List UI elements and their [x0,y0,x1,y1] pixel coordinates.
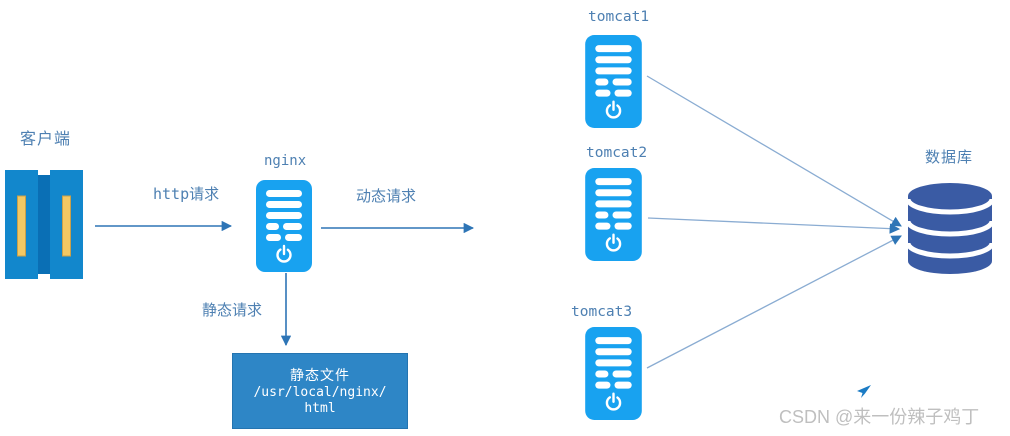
nginx-label: nginx [264,153,307,169]
client-label: 客户端 [20,129,72,148]
database-label: 数据库 [925,148,974,166]
nginx-server-icon [256,180,312,272]
static-files-title: 静态文件 [290,368,350,384]
static-files-box: 静态文件 /usr/local/nginx/ html [232,353,408,429]
tomcat3-db-line [646,235,902,369]
tomcat2-server-icon [585,168,642,261]
csdn-watermark: CSDN @来一份辣子鸡丁 [779,407,980,427]
database-icon [905,183,995,274]
tomcat1-label: tomcat1 [588,9,650,25]
static-request-label: 静态请求 [202,301,263,319]
tomcat1-server-icon [585,35,642,128]
http-request-label: http请求 [153,185,220,203]
tomcat3-label: tomcat3 [571,304,633,320]
static-files-path-line1: /usr/local/nginx/ [253,385,387,400]
cursor-icon [857,385,871,398]
tomcat1-db-line [646,75,902,227]
tomcat2-label: tomcat2 [586,145,648,161]
static-files-path-line2: html [304,401,336,416]
tomcat2-db-line [647,217,901,234]
client-icon [5,170,83,279]
dynamic-request-label: 动态请求 [356,187,417,205]
tomcat3-server-icon [585,327,642,420]
